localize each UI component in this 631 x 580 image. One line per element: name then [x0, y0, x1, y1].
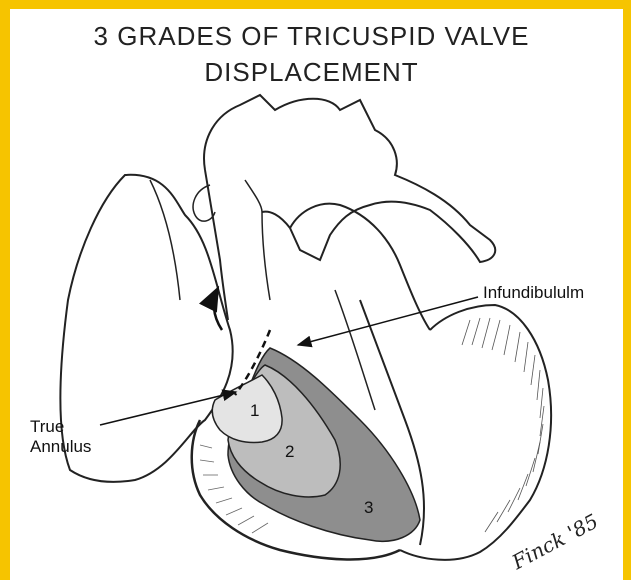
infundibulum-label: Infundibululm	[483, 283, 584, 302]
myocardium-hatching	[462, 318, 544, 532]
flow-arrow	[214, 288, 222, 330]
vessel-inner-curve	[245, 180, 270, 300]
grade-1-number: 1	[250, 401, 259, 420]
artist-signature: Finck '85	[507, 509, 602, 575]
infundibulum-pointer-line	[298, 297, 478, 345]
grade-2-number: 2	[285, 442, 294, 461]
aortic-arch-outline	[204, 95, 495, 262]
grade-3-number: 3	[364, 498, 373, 517]
superior-vena-cava	[205, 170, 228, 320]
atrial-inner-line	[150, 180, 180, 300]
true-annulus-label-line-2: Annulus	[30, 437, 91, 456]
pulmonary-trunk	[290, 204, 430, 330]
septum-inner-line	[335, 290, 375, 410]
true-annulus-label-line-1: True	[30, 417, 64, 436]
